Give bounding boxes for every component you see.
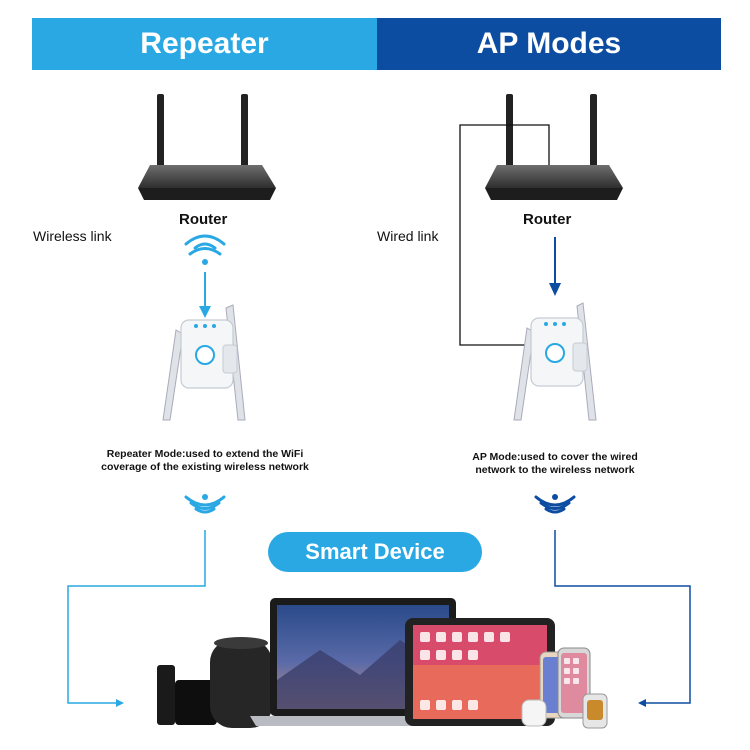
left-router-icon (138, 94, 276, 200)
right-device-link (554, 530, 691, 704)
watch-icon (582, 693, 608, 729)
left-repeater-icon (162, 304, 246, 421)
earbuds-icon (521, 699, 547, 727)
repeater-caption-line2: coverage of the existing wireless networ… (101, 461, 309, 473)
ap-mode-caption: AP Mode:used to cover the wired network … (420, 451, 690, 477)
wireless-link-label: Wireless link (33, 228, 112, 244)
right-router-label: Router (523, 211, 572, 228)
left-arrow-down-icon (199, 306, 211, 318)
repeater-title: Repeater (140, 27, 269, 60)
ap-modes-banner: AP Modes (377, 18, 721, 70)
left-device-link (67, 530, 206, 704)
left-lower-wifi-icon (184, 494, 226, 514)
smart-device-pill: Smart Device (268, 532, 482, 572)
ap-caption-line1: AP Mode:used to cover the wired (472, 451, 638, 463)
right-router-icon (485, 94, 623, 200)
tv-box-icon (157, 665, 217, 725)
phone-icon (539, 647, 591, 719)
wired-link-label: Wired link (377, 228, 439, 244)
speaker-icon (210, 637, 272, 728)
repeater-banner: Repeater (32, 18, 377, 70)
right-wired-link (459, 124, 550, 346)
right-lower-wifi-icon (534, 494, 576, 514)
ap-modes-title: AP Modes (476, 27, 622, 60)
tablet-icon (405, 618, 555, 726)
left-router-label: Router (179, 211, 228, 228)
repeater-mode-caption: Repeater Mode:used to extend the WiFi co… (60, 448, 350, 474)
right-repeater-icon (513, 302, 597, 421)
left-wifi-icon (184, 234, 226, 265)
right-arrow-down-icon (549, 283, 561, 296)
left-device-arrow-icon (116, 699, 124, 707)
smart-device-label: Smart Device (305, 539, 445, 564)
repeater-caption-line1: Repeater Mode:used to extend the WiFi (106, 448, 304, 460)
ap-caption-line2: network to the wireless network (475, 464, 635, 476)
right-device-arrow-icon (638, 699, 646, 707)
